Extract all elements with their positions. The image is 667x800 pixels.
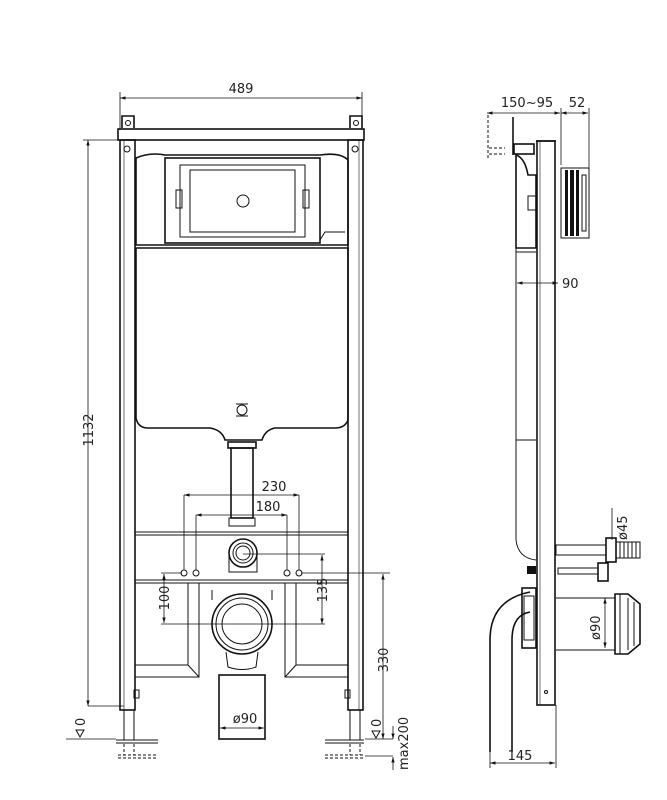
dimension-height: 1132: [82, 139, 124, 707]
dimension-label-145: 145: [508, 749, 533, 764]
dimension-label-135: 135: [316, 578, 331, 603]
dimension-label-1132: 1132: [82, 413, 97, 446]
dimension-leg-adjustment: 0 max200: [365, 717, 412, 770]
dimension-bolt-spacing: 230 180: [183, 480, 300, 570]
dimension-outlet-height: 330: [301, 572, 392, 739]
crossbars: [133, 531, 351, 699]
dimension-label-150-95: 150~95: [501, 96, 553, 111]
dimension-label-drain: ø90: [233, 712, 258, 727]
dimension-label-230: 230: [262, 480, 287, 495]
dimension-label-90: 90: [562, 277, 579, 292]
side-view: 150~95 52 90: [487, 96, 641, 768]
dimension-label-100: 100: [158, 586, 173, 611]
dimension-label-side-90: ø90: [589, 616, 604, 641]
flush-module: [560, 167, 590, 239]
flush-pipe: [227, 441, 257, 527]
dimension-label-max200: max200: [397, 717, 412, 770]
dimension-label-52: 52: [569, 96, 586, 111]
dimension-drain: ø90: [220, 712, 264, 730]
inlet-connector-side: ø45: [527, 508, 641, 582]
floor-level-left: 0: [66, 718, 116, 740]
dimension-frame-depth: 90: [517, 277, 579, 292]
dimension-offsets: 135 100: [158, 553, 331, 625]
dimension-label-180: 180: [256, 500, 281, 515]
dimension-label-330: 330: [377, 648, 392, 673]
cistern-tank: [135, 153, 349, 441]
adjustable-feet: [116, 709, 364, 759]
inlet-connector: [228, 538, 258, 573]
dimension-label-489: 489: [229, 82, 254, 97]
floor-level-label: 0: [74, 718, 89, 726]
dimension-width: 489: [119, 82, 363, 130]
outlet-elbow-side: ø90: [489, 587, 641, 752]
bolt-holes: [180, 569, 303, 577]
floor-level-label: 0: [370, 719, 385, 727]
front-view: 489: [66, 82, 412, 770]
top-brackets: [117, 115, 365, 153]
dimension-label-45: ø45: [616, 516, 631, 541]
cistern-side: [515, 153, 537, 249]
frame-uprights: [119, 139, 364, 711]
dimension-depth: 150~95 52: [487, 96, 590, 168]
dimension-bottom-depth: 145: [489, 705, 557, 768]
